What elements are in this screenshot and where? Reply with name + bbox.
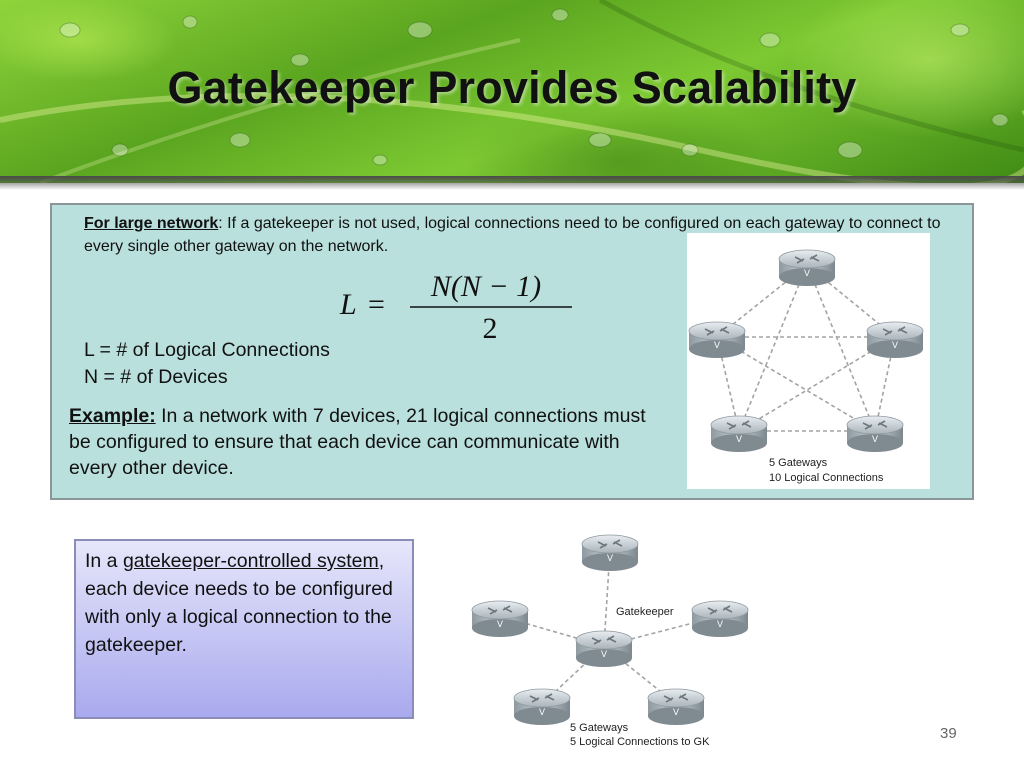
gatekeeper-star-diagram: V V V V V V Gatekeeper 5 Gateways 5 Logi…	[470, 533, 753, 755]
example-lead: Example:	[69, 405, 156, 427]
leaf-background-image	[0, 0, 1024, 183]
header-shadow	[0, 176, 1024, 190]
text-before: In a	[85, 550, 123, 572]
router-mark: V	[736, 434, 742, 444]
mesh-caption-line2: 10 Logical Connections	[769, 472, 884, 484]
formula-denominator: 2	[483, 312, 498, 344]
formula-lhs: L	[339, 288, 357, 321]
mesh-caption-line1: 5 Gateways	[769, 457, 828, 469]
router-mark: V	[601, 649, 607, 659]
intro-paragraph: For large network: If a gatekeeper is no…	[84, 212, 964, 258]
slide-title: Gatekeeper Provides Scalability	[167, 62, 857, 113]
gatekeeper-panel	[74, 539, 414, 719]
router-mark: V	[892, 340, 898, 350]
intro-text: : If a gatekeeper is not used, logical c…	[84, 215, 941, 255]
header-banner: Gatekeeper Provides Scalability	[0, 0, 1024, 183]
gatekeeper-label: Gatekeeper	[616, 606, 674, 618]
router-mark: V	[497, 619, 503, 629]
star-links	[499, 549, 721, 705]
router-mark: V	[539, 707, 545, 717]
router-mark: V	[714, 340, 720, 350]
star-caption-line1: 5 Gateways	[570, 722, 629, 734]
star-caption-line2: 5 Logical Connections to GK	[570, 736, 710, 748]
intro-lead: For large network	[84, 215, 219, 232]
example-text: In a network with 7 devices, 21 logical …	[69, 405, 646, 479]
full-mesh-diagram: V V V V V 5 Gateways 10 Logical Connecti…	[687, 233, 930, 489]
router-mark: V	[804, 268, 810, 278]
text-after: , each device needs to be configured wit…	[85, 550, 393, 656]
formula-equals: =	[368, 288, 385, 321]
router-mark: V	[673, 707, 679, 717]
connections-formula: L = N(N − 1) 2	[339, 270, 572, 344]
example-paragraph: Example: In a network with 7 devices, 21…	[69, 403, 649, 481]
page-number: 39	[940, 725, 957, 742]
gatekeeper-paragraph: In a gatekeeper-controlled system, each …	[85, 547, 403, 659]
formula-numerator: N(N − 1)	[430, 270, 541, 303]
router-mark: V	[872, 434, 878, 444]
definition-l: L = # of Logical Connections	[84, 339, 330, 361]
definition-n: N = # of Devices	[84, 366, 228, 388]
gatekeeper-controlled-link: gatekeeper-controlled system	[122, 550, 379, 572]
router-mark: V	[717, 619, 723, 629]
router-mark: V	[607, 553, 613, 563]
